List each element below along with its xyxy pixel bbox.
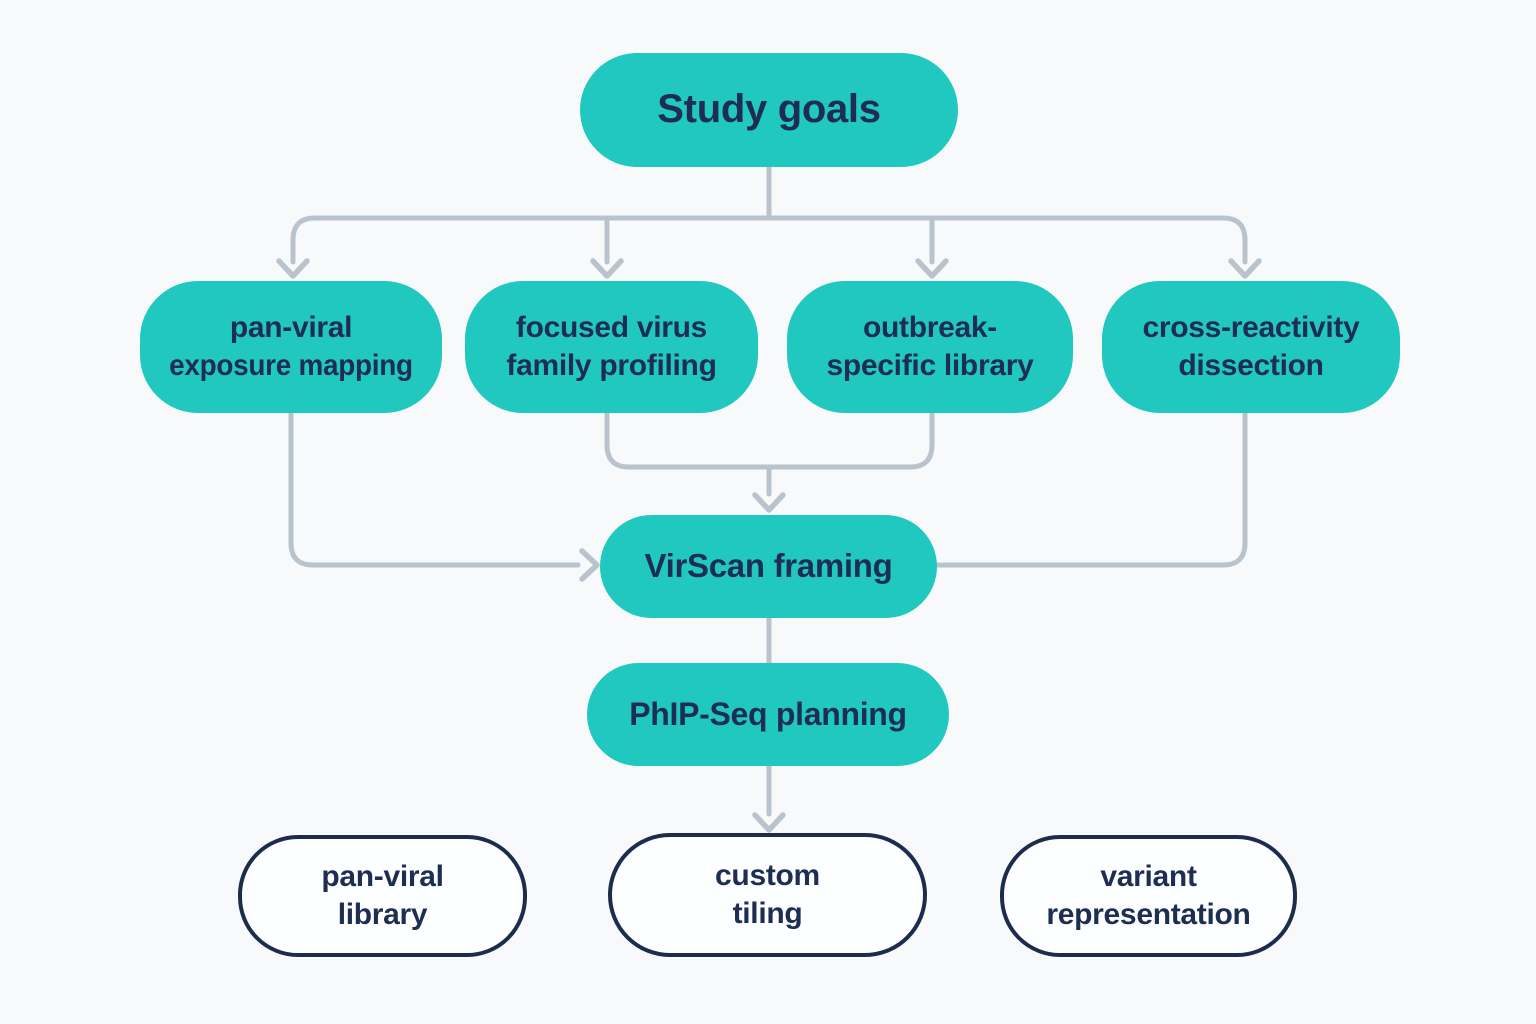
node-phip-label: PhIP-Seq planning <box>629 696 907 733</box>
node-variant-representation: variant representation <box>1000 835 1297 957</box>
node-label-line: library <box>337 898 428 931</box>
node-pan-viral-exposure-mapping: pan-viral exposure mapping <box>140 281 442 413</box>
node-label-line: exposure mapping <box>169 349 413 382</box>
connector-branch-bar <box>290 215 1248 265</box>
node-label-line: variant <box>1100 859 1197 893</box>
node-phip-seq-planning: PhIP-Seq planning <box>587 663 949 766</box>
node-study-goals-label: Study goals <box>657 87 881 132</box>
arrowhead-custom-tiling <box>752 812 786 833</box>
connector-goal4-to-virscan <box>934 410 1248 568</box>
arrowhead-goal4 <box>1228 258 1262 279</box>
node-label-line: family profiling <box>506 349 717 382</box>
arrowhead-goal1 <box>276 258 310 279</box>
arrowhead-goal2 <box>590 258 624 279</box>
node-label-line: representation <box>1046 898 1251 931</box>
node-label-line: outbreak- <box>863 310 997 344</box>
node-label-line: tiling <box>732 897 803 930</box>
node-study-goals: Study goals <box>580 53 958 167</box>
connector-merge-bracket <box>604 410 935 470</box>
node-label-line: specific library <box>826 349 1034 382</box>
node-outbreak-specific-library: outbreak- specific library <box>787 281 1073 413</box>
node-label-line: custom <box>715 858 820 892</box>
arrowhead-goal3 <box>915 258 949 279</box>
node-label-line: pan-viral <box>321 859 444 893</box>
node-focused-virus-family-profiling: focused virus family profiling <box>465 281 758 413</box>
node-virscan-framing: VirScan framing <box>600 515 937 618</box>
node-custom-tiling: custom tiling <box>608 833 927 957</box>
node-label-line: cross-reactivity <box>1142 310 1360 344</box>
node-label-line: pan-viral <box>229 310 353 344</box>
node-label-line: focused virus <box>515 310 708 344</box>
node-cross-reactivity-dissection: cross-reactivity dissection <box>1102 281 1400 413</box>
connector-goal1-to-virscan <box>288 410 581 568</box>
node-pan-viral-library: pan-viral library <box>238 835 527 957</box>
arrowhead-virscan-top <box>752 492 786 513</box>
node-label-line: dissection <box>1178 349 1324 382</box>
arrowhead-virscan-left <box>579 548 600 582</box>
node-virscan-label: VirScan framing <box>644 547 893 585</box>
